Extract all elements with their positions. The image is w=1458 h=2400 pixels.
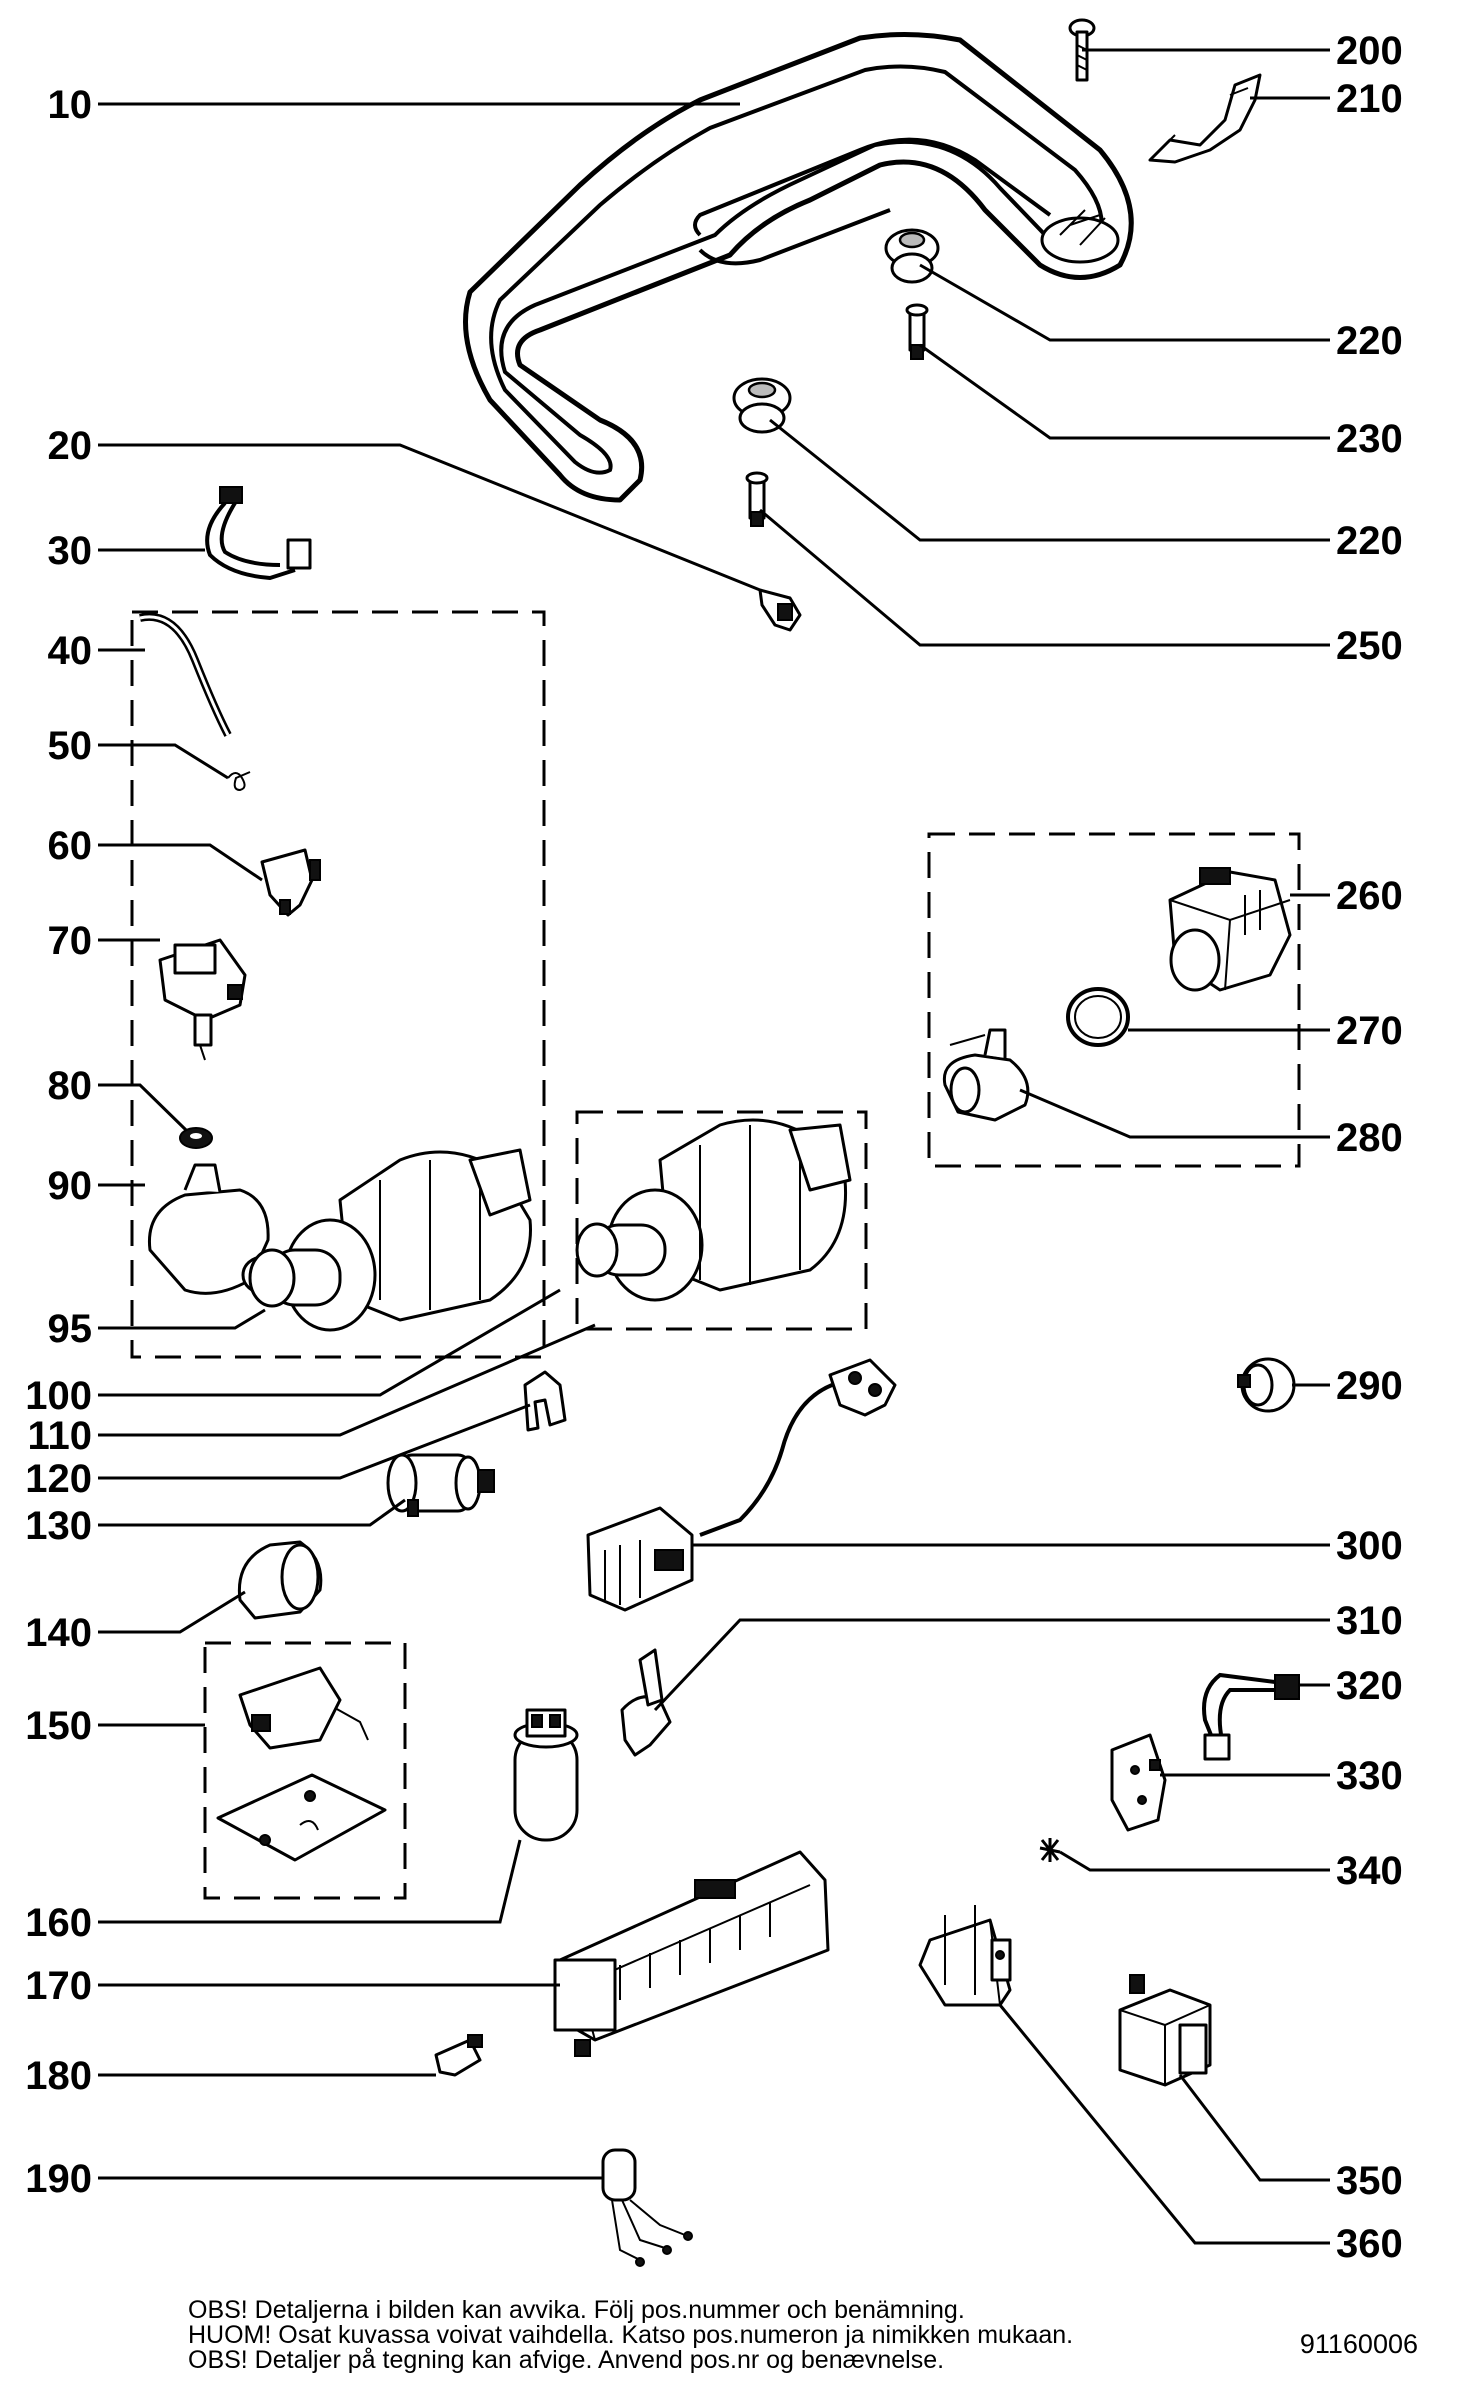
label-340: 340 bbox=[1336, 1849, 1403, 1893]
label-230: 230 bbox=[1336, 417, 1403, 461]
bracket-part-360 bbox=[918, 1905, 1012, 2007]
label-95: 95 bbox=[48, 1307, 93, 1351]
grommet-part-220-lower bbox=[732, 377, 792, 434]
label-220-lower: 220 bbox=[1336, 519, 1403, 563]
label-330: 330 bbox=[1336, 1754, 1403, 1798]
group-box-260-280 bbox=[927, 832, 1301, 1168]
label-40: 40 bbox=[48, 629, 93, 673]
circulation-pump-part-100 bbox=[575, 1118, 852, 1302]
label-180: 180 bbox=[25, 2054, 92, 2098]
label-90: 90 bbox=[48, 1164, 93, 1208]
grommet-part-220-upper bbox=[884, 228, 940, 284]
pressure-switch-part-280 bbox=[942, 1028, 1030, 1122]
pressure-switch-part-70 bbox=[158, 938, 247, 1061]
pressure-chamber-part-290 bbox=[1237, 1357, 1296, 1413]
label-10: 10 bbox=[48, 83, 93, 127]
label-260: 260 bbox=[1336, 874, 1403, 918]
dispenser-part-150 bbox=[216, 1666, 387, 1862]
clip-part-310 bbox=[620, 1648, 672, 1757]
bracket-part-210 bbox=[1148, 73, 1262, 164]
clip-part-50 bbox=[227, 771, 251, 792]
label-110: 110 bbox=[27, 1414, 92, 1458]
footer-note-swedish: OBS! Detaljerna i bilden kan avvika. Föl… bbox=[188, 2296, 965, 2324]
label-30: 30 bbox=[48, 529, 93, 573]
cap-part-140 bbox=[237, 1540, 323, 1620]
group-box-100 bbox=[575, 1110, 868, 1331]
label-300: 300 bbox=[1336, 1524, 1403, 1568]
footer-note-danish: OBS! Detaljer på tegning kan afvige. Anv… bbox=[188, 2346, 944, 2374]
label-20: 20 bbox=[48, 424, 93, 468]
capacitor-part-190 bbox=[601, 2148, 693, 2267]
leader-lines bbox=[98, 48, 1330, 2245]
label-170: 170 bbox=[25, 1964, 92, 2008]
label-80: 80 bbox=[48, 1064, 93, 1108]
drain-pump-part-260 bbox=[1168, 867, 1292, 992]
label-280: 280 bbox=[1336, 1116, 1403, 1160]
label-70: 70 bbox=[48, 919, 93, 963]
pin-part-230 bbox=[905, 303, 929, 360]
label-210: 210 bbox=[1336, 77, 1403, 121]
washer-part-80 bbox=[179, 1127, 213, 1149]
group-box-150 bbox=[203, 1641, 407, 1900]
label-50: 50 bbox=[48, 724, 93, 768]
circulation-pump-part-95 bbox=[248, 1148, 532, 1332]
connector-part-180 bbox=[434, 2034, 483, 2077]
wire-harness-part-30 bbox=[205, 486, 312, 581]
clip-part-340 bbox=[1039, 1838, 1061, 1862]
label-150: 150 bbox=[25, 1704, 92, 1748]
relay-part-350 bbox=[1118, 1974, 1212, 2087]
o-ring-part-270 bbox=[1066, 987, 1130, 1047]
label-160: 160 bbox=[25, 1901, 92, 1945]
circuit-board-part-330 bbox=[1110, 1733, 1167, 1832]
label-320: 320 bbox=[1336, 1664, 1403, 1708]
screw-part-200 bbox=[1068, 18, 1096, 82]
group-box-40-95 bbox=[130, 610, 546, 1359]
label-250: 250 bbox=[1336, 624, 1403, 668]
footer-note-finnish: HUOM! Osat kuvassa voivat vaihdella. Kat… bbox=[188, 2321, 1073, 2349]
label-190: 190 bbox=[25, 2157, 92, 2201]
document-number: 91160006 bbox=[1300, 2329, 1418, 2359]
label-350: 350 bbox=[1336, 2159, 1403, 2203]
label-220-upper: 220 bbox=[1336, 319, 1403, 363]
label-100: 100 bbox=[25, 1374, 92, 1418]
clamp-part-110 bbox=[523, 1370, 567, 1432]
hose-part-40 bbox=[139, 612, 232, 737]
motor-part-130 bbox=[386, 1453, 495, 1517]
pin-part-250 bbox=[745, 471, 769, 527]
terminal-board-part-170 bbox=[553, 1850, 830, 2057]
label-310: 310 bbox=[1336, 1599, 1403, 1643]
control-module-part-300 bbox=[586, 1358, 897, 1612]
label-130: 130 bbox=[25, 1504, 92, 1548]
label-140: 140 bbox=[25, 1611, 92, 1655]
label-360: 360 bbox=[1336, 2222, 1403, 2266]
label-60: 60 bbox=[48, 824, 93, 868]
label-120: 120 bbox=[25, 1457, 92, 1501]
label-290: 290 bbox=[1336, 1364, 1403, 1408]
sensor-part-20 bbox=[758, 588, 802, 632]
wire-harness-part-320 bbox=[1202, 1672, 1300, 1761]
switch-part-60 bbox=[260, 848, 321, 917]
capacitor-part-160 bbox=[513, 1708, 579, 1842]
label-270: 270 bbox=[1336, 1009, 1403, 1053]
heating-element-part bbox=[463, 31, 1134, 503]
label-200: 200 bbox=[1336, 29, 1403, 73]
